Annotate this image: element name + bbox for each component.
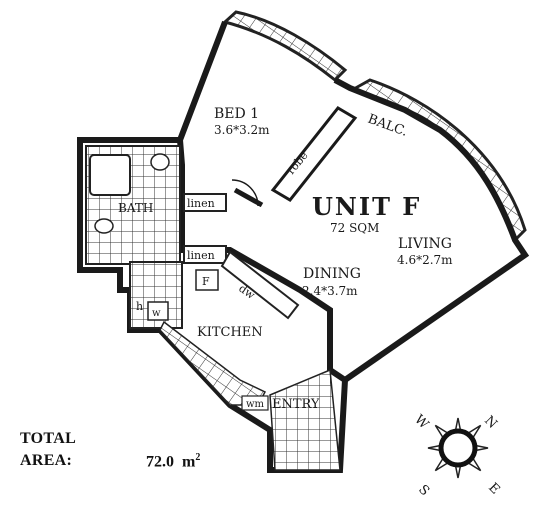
- wm-box: [241, 395, 269, 411]
- total-area-unit-power: 2: [195, 452, 201, 463]
- robe-wall: [270, 106, 358, 202]
- dining-dims: 2.4*3.7m: [302, 284, 358, 298]
- linen-upper: [183, 193, 227, 212]
- compass: N E S W: [411, 412, 502, 499]
- total-area-label-line2: AREA:: [20, 452, 73, 469]
- compass-s: S: [415, 482, 432, 499]
- bedroom-window: [221, 10, 348, 83]
- east-wall: [333, 77, 530, 383]
- laundry-h-label: h: [136, 300, 143, 313]
- bath-name: BATH: [118, 201, 153, 215]
- kitchen-name: KITCHEN: [197, 325, 263, 340]
- unit-area: 72 SQM: [330, 221, 379, 235]
- living-name: LIVING: [398, 236, 452, 252]
- bathtub: [89, 154, 131, 196]
- total-area-label-line1: TOTAL: [20, 430, 77, 447]
- dining-name: DINING: [303, 266, 361, 282]
- living-dims: 4.6*2.7m: [397, 253, 453, 267]
- compass-e: E: [485, 480, 502, 497]
- balcony-name: BALC.: [366, 112, 410, 140]
- bed1-name: BED 1: [214, 106, 259, 122]
- fridge-label: F: [202, 275, 210, 288]
- laundry-w: [147, 301, 169, 321]
- linen-lower-name: linen: [187, 249, 215, 262]
- compass-w: W: [411, 412, 432, 433]
- linen-upper-name: linen: [187, 197, 215, 210]
- fridge-box: [195, 269, 219, 291]
- kitchen-bench: [220, 250, 300, 320]
- compass-n: N: [481, 413, 500, 432]
- bed1-dims: 3.6*3.2m: [214, 123, 270, 137]
- linen-lower: [183, 245, 227, 264]
- entry-floor: [269, 368, 341, 471]
- entry-name: ENTRY: [272, 397, 320, 412]
- unit-title: UNIT F: [312, 192, 421, 221]
- toilet: [94, 218, 114, 234]
- laundry-w-label: w: [152, 308, 161, 319]
- total-area-value: 72.0 m2: [146, 452, 200, 471]
- basin: [150, 153, 170, 171]
- total-area-unit: m: [182, 453, 196, 471]
- total-area-number: 72.0: [146, 453, 174, 471]
- bedroom-door: [231, 179, 259, 207]
- wm-label: wm: [246, 399, 265, 410]
